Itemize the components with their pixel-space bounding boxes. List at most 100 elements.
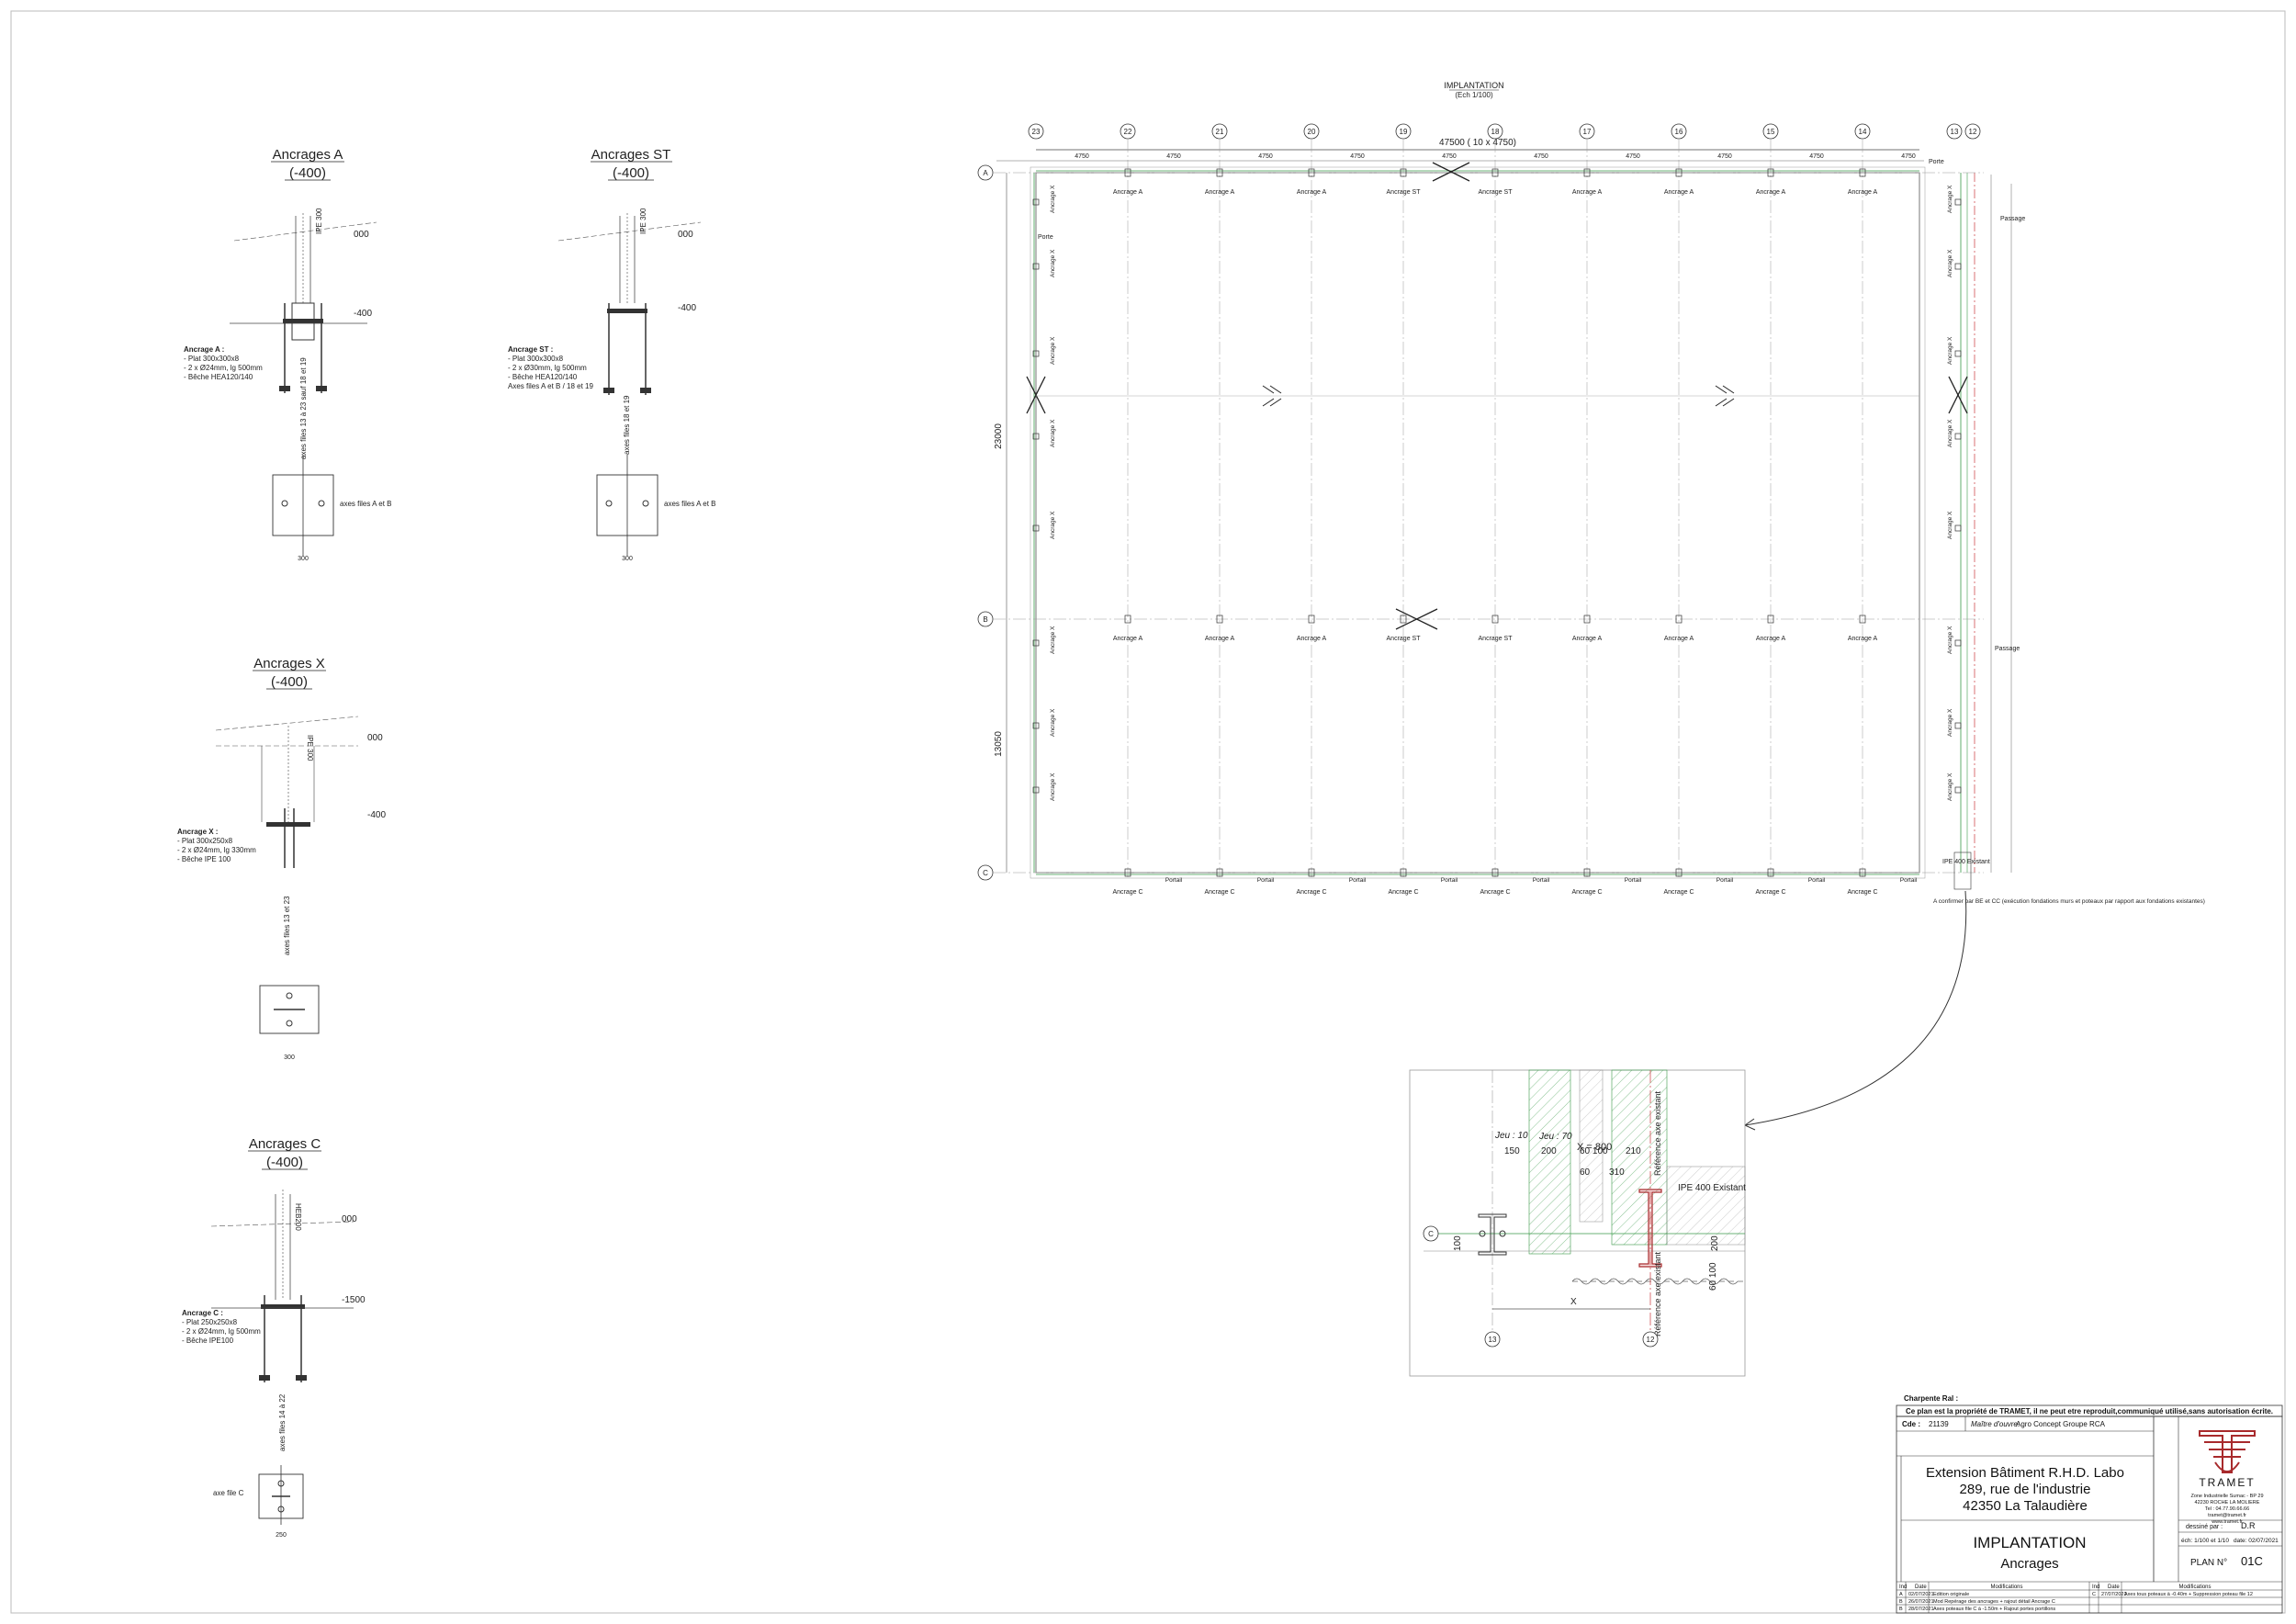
rev-header: Ind [2092, 1585, 2099, 1590]
tb-charpente: Charpente Ral : [1904, 1394, 1958, 1403]
passage-label-1: Passage [2000, 216, 2025, 222]
anchor-label: Ancrage A [1848, 189, 1878, 196]
detail-x-plan-plate [259, 985, 320, 1034]
anchor-label: Ancrage C [1571, 889, 1602, 896]
detail-a-plate [283, 319, 323, 323]
anchor-label-x: Ancrage X [1050, 773, 1056, 801]
tb-rights: Ce plan est la propriété de TRAMET, il n… [1906, 1407, 2273, 1415]
anchor-mark-x [1032, 786, 1040, 794]
implantation-plan: IMPLANTATION (Ech 1/100) 47500 ( 10 x 47… [977, 81, 2205, 1131]
detail-a-spec-1: - Plat 300x300x8 [184, 355, 240, 363]
anchor-label-x: Ancrage X [1050, 185, 1056, 213]
anchor-label: Ancrage ST [1479, 189, 1514, 196]
anchor-mark [1583, 168, 1591, 177]
anchor-label: Ancrage C [1755, 889, 1785, 896]
grid-number-18: 18 [1491, 128, 1500, 136]
anchor-mark-x [1032, 524, 1040, 532]
grid-lines [1127, 140, 1863, 877]
anchor-mark [1308, 168, 1315, 177]
title-block: Charpente Ral : Ce plan est la propriété… [1896, 1394, 2283, 1614]
anchor-mark [1124, 868, 1131, 877]
anchor-mark [1124, 615, 1131, 624]
detail-c-profile: HEB200 [294, 1203, 302, 1231]
tb-brand: TRAMET [2199, 1476, 2255, 1489]
grid-number-14: 14 [1859, 128, 1867, 136]
tb-dessine-label: dessiné par : [2186, 1524, 2223, 1530]
grid-bubble-21 [1211, 123, 1228, 140]
detail-a-lvl-plate: -400 [354, 309, 372, 319]
anchor-label-x: Ancrage X [1947, 419, 1953, 447]
anchor-mark [1491, 868, 1499, 877]
anchor-mark [1767, 615, 1774, 624]
ipe400-label: IPE 400 Existant [1942, 859, 1990, 865]
anchor-mark-x [1954, 198, 1962, 206]
grid-bubble-20 [1303, 123, 1320, 140]
grid-letter-C: C [983, 869, 988, 877]
anchor-mark-x [1954, 524, 1962, 532]
rev-cell: 27/07/2021 [2101, 1592, 2127, 1597]
portail-label: Portail [1808, 877, 1826, 884]
anchor-label-x: Ancrage X [1947, 185, 1953, 213]
portail-label: Portail [1900, 877, 1918, 884]
bay-dim-8: 4750 [1809, 153, 1824, 160]
grid-number-22: 22 [1124, 128, 1132, 136]
zoom-d60-100v: 60 100 [1708, 1262, 1718, 1291]
zoom-d210: 210 [1626, 1146, 1641, 1156]
detail-a-dim: 300 [298, 556, 309, 562]
detail-leader [1744, 890, 1967, 1126]
detail-c-level: (-400) [266, 1155, 303, 1170]
anchor-mark [1400, 615, 1407, 624]
zoom-ref1: Référence axe existant [1653, 1090, 1662, 1176]
grid-number-13: 13 [1951, 128, 1959, 136]
anchor-label-x: Ancrage X [1947, 511, 1953, 539]
bay-dim-1: 4750 [1166, 153, 1181, 160]
tb-moa-label: Maître d'ouvre: [1971, 1420, 2020, 1428]
tramet-logo [2199, 1430, 2256, 1473]
zoom-d200v: 200 [1710, 1235, 1720, 1251]
detail-c-spec-1: - Plat 250x250x8 [182, 1318, 238, 1326]
anchor-label: Ancrage A [1756, 636, 1786, 642]
anchor-mark [1767, 168, 1774, 177]
foundation-note: A confirmer par BE et CC (exécution fond… [1933, 898, 2205, 905]
anchor-mark-x [1032, 433, 1040, 440]
portail-label: Portail [1441, 877, 1458, 884]
anchor-label: Ancrage ST [1387, 636, 1422, 642]
grid-letter-A: A [983, 169, 988, 177]
rev-cell: Axes tous poteaux à -0.40m + Suppression… [2124, 1592, 2253, 1597]
dim-23000: 23000 [994, 423, 1004, 449]
anchor-label-x: Ancrage X [1050, 336, 1056, 365]
zoom-d60: 60 [1580, 1167, 1591, 1178]
zoom-axis13: 13 [1489, 1336, 1497, 1344]
detail-x-spec-3: - Bêche IPE 100 [177, 855, 231, 863]
anchor-mark-x [1954, 263, 1962, 270]
anchor-label: Ancrage C [1663, 889, 1694, 896]
tb-address-5: www.tramet.fr [2211, 1519, 2243, 1525]
detail-x-level: (-400) [271, 674, 308, 690]
anchor-mark [1491, 168, 1499, 177]
detail-ancrages-st: Ancrages ST (-400) 000 IPE 300 -400 Ancr… [508, 147, 715, 562]
grid-axis-letters: ABC [977, 164, 1984, 881]
tb-address-1: Zone Industrielle Sumac - BP 29 [2190, 1494, 2263, 1499]
grid-bubble-19 [1395, 123, 1412, 140]
anchor-label-x: Ancrage X [1947, 336, 1953, 365]
anchor-label-x: Ancrage X [1947, 708, 1953, 737]
anchor-mark [1124, 168, 1131, 177]
anchor-mark [1675, 168, 1683, 177]
zoom-ipe-label: IPE 400 Existant [1678, 1183, 1746, 1193]
building-outline [1035, 172, 1920, 874]
detail-c-spec-title: Ancrage C : [182, 1309, 223, 1317]
detail-c-plate [261, 1304, 305, 1309]
zoom-x-dim: X = 800 [1577, 1142, 1612, 1153]
rev-header: Modifications [1990, 1585, 2022, 1590]
zoom-ref2: Référence axe existant [1653, 1251, 1662, 1336]
grid-bubble-14 [1854, 123, 1871, 140]
tb-moa: Agro Concept Groupe RCA [2016, 1420, 2106, 1428]
anchor-label-x: Ancrage X [1050, 626, 1056, 654]
anchor-mark [1216, 868, 1223, 877]
tb-cde-label: Cde : [1902, 1420, 1920, 1428]
grid-number-17: 17 [1583, 128, 1592, 136]
anchor-mark-x [1954, 722, 1962, 729]
tb-project-1: Extension Bâtiment R.H.D. Labo [1926, 1465, 2124, 1481]
